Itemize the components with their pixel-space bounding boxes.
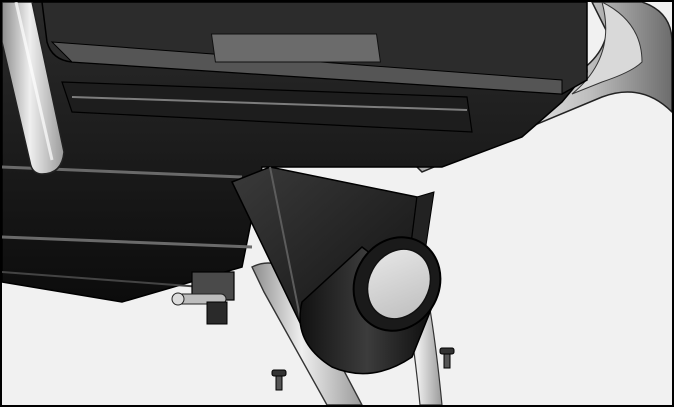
lower-ridge-3 xyxy=(2,271,203,288)
upper-tray-lip xyxy=(50,41,563,95)
middle-tray xyxy=(61,81,473,133)
middle-tray-ridge xyxy=(71,96,468,111)
tube-socket-opening xyxy=(366,248,432,320)
frame-post-left-highlight xyxy=(14,2,54,161)
frame-arm-right-inner xyxy=(571,2,643,95)
bolt-left xyxy=(271,369,287,391)
frame-post-left xyxy=(2,2,65,175)
latch-assembly xyxy=(171,271,235,325)
bolt-right xyxy=(439,347,455,369)
bracket-edge xyxy=(269,166,303,328)
tray-handle xyxy=(210,33,382,63)
lower-ridge-2 xyxy=(2,235,253,249)
